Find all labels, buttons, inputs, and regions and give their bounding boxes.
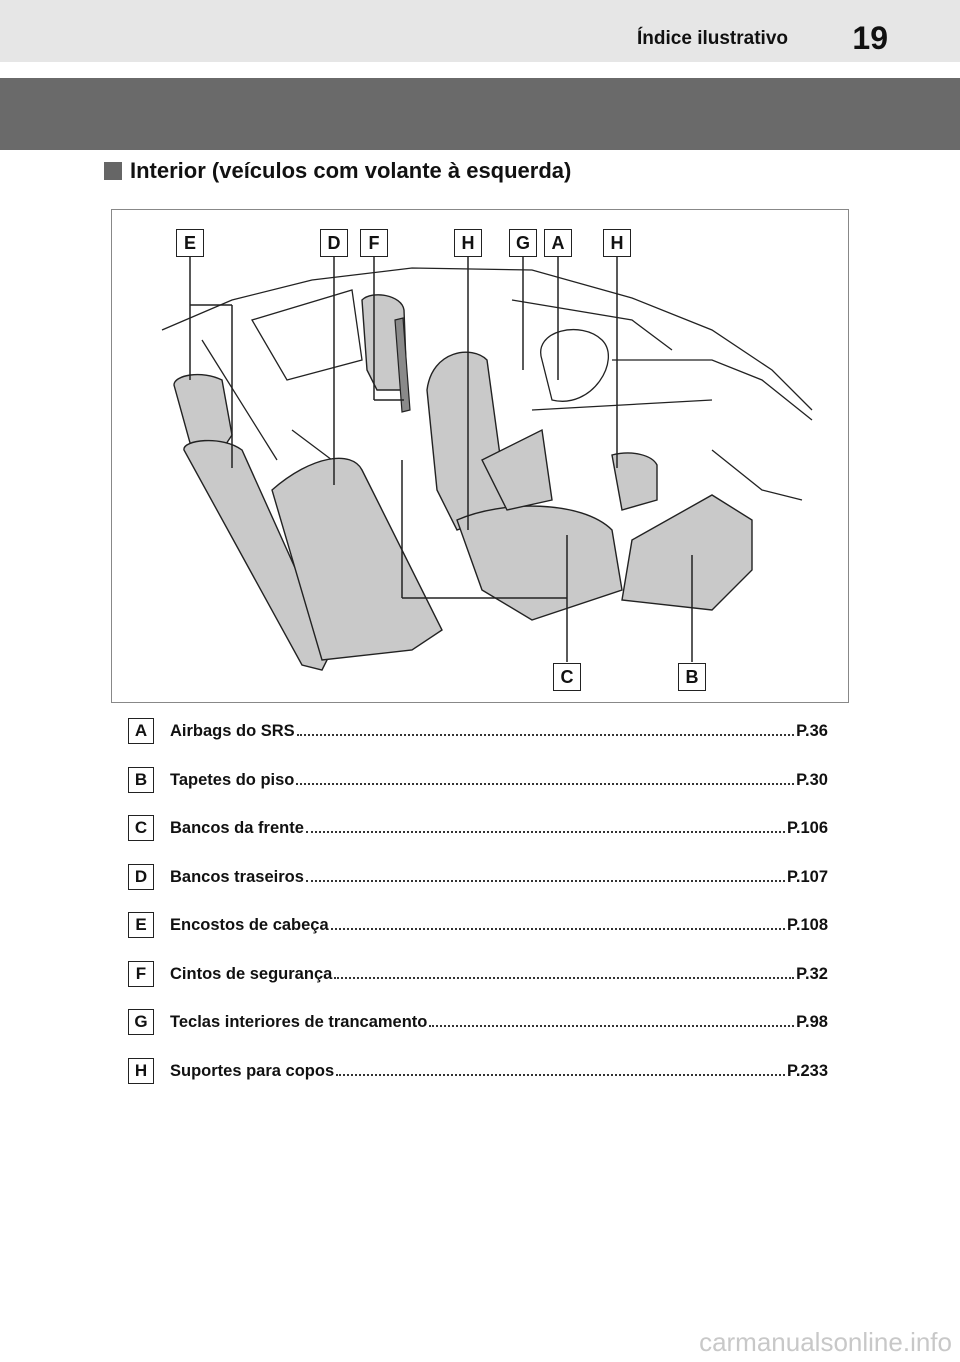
callout-d: D xyxy=(320,229,348,257)
legend-label: Bancos traseiros xyxy=(170,867,304,886)
page-number: 19 xyxy=(852,20,888,56)
callout-a: A xyxy=(544,229,572,257)
car-interior-drawing xyxy=(161,243,813,671)
section-title-text: Interior (veículos com volante à esquerd… xyxy=(130,158,572,183)
dot-leader xyxy=(334,961,795,979)
legend-page-ref[interactable]: P.32 xyxy=(796,964,828,983)
legend-letter: G xyxy=(128,1009,154,1035)
legend-list: A Airbags do SRS P.36 B Tapetes do piso … xyxy=(128,718,828,1106)
legend-label: Encostos de cabeça xyxy=(170,916,329,934)
legend-page-ref[interactable]: P.108 xyxy=(787,916,828,934)
legend-label: Bancos da frente xyxy=(170,819,304,837)
legend-item[interactable]: B Tapetes do piso P.30 xyxy=(128,766,828,816)
section-title: Interior (veículos com volante à esquerd… xyxy=(104,158,571,184)
callout-e: E xyxy=(176,229,204,257)
header-title: Índice ilustrativo xyxy=(637,28,788,49)
interior-illustration: E D F H G A H C B xyxy=(111,209,849,703)
legend-letter: H xyxy=(128,1057,154,1084)
legend-letter: F xyxy=(128,960,154,987)
watermark: carmanualsonline.info xyxy=(699,1327,952,1357)
square-bullet-icon xyxy=(104,162,122,180)
dot-leader xyxy=(429,1009,795,1027)
dot-leader xyxy=(296,718,795,736)
legend-page-ref[interactable]: P.36 xyxy=(796,722,828,740)
legend-item[interactable]: H Suportes para copos P.233 xyxy=(128,1057,828,1107)
callout-c: C xyxy=(553,663,581,691)
legend-page-ref[interactable]: P.98 xyxy=(796,1013,828,1031)
dot-leader xyxy=(305,815,785,833)
legend-label: Cintos de segurança xyxy=(170,964,333,983)
legend-item[interactable]: D Bancos traseiros P.107 xyxy=(128,863,828,913)
legend-page-ref[interactable]: P.30 xyxy=(796,770,828,789)
legend-label: Airbags do SRS xyxy=(170,722,295,740)
legend-letter: D xyxy=(128,863,154,890)
legend-page-ref[interactable]: P.106 xyxy=(787,819,828,837)
dot-leader xyxy=(296,767,795,785)
dot-leader xyxy=(305,864,785,882)
legend-label: Suportes para copos xyxy=(170,1061,335,1080)
legend-letter: B xyxy=(128,766,154,793)
legend-item[interactable]: F Cintos de segurança P.32 xyxy=(128,960,828,1010)
callout-h-1: H xyxy=(454,229,482,257)
header-bar xyxy=(0,0,960,62)
legend-item[interactable]: E Encostos de cabeça P.108 xyxy=(128,912,828,961)
legend-item[interactable]: A Airbags do SRS P.36 xyxy=(128,718,828,767)
callout-f: F xyxy=(360,229,388,257)
callout-b: B xyxy=(678,663,706,691)
legend-page-ref[interactable]: P.233 xyxy=(787,1061,828,1080)
legend-label: Teclas interiores de trancamento xyxy=(170,1013,428,1031)
legend-letter: C xyxy=(128,815,154,841)
legend-item[interactable]: G Teclas interiores de trancamento P.98 xyxy=(128,1009,828,1058)
legend-letter: A xyxy=(128,718,154,744)
dot-leader xyxy=(330,912,785,930)
header-band xyxy=(0,78,960,150)
legend-page-ref[interactable]: P.107 xyxy=(787,867,828,886)
legend-label: Tapetes do piso xyxy=(170,770,295,789)
dot-leader xyxy=(336,1058,785,1076)
callout-g: G xyxy=(509,229,537,257)
legend-letter: E xyxy=(128,912,154,938)
legend-item[interactable]: C Bancos da frente P.106 xyxy=(128,815,828,864)
callout-h-2: H xyxy=(603,229,631,257)
